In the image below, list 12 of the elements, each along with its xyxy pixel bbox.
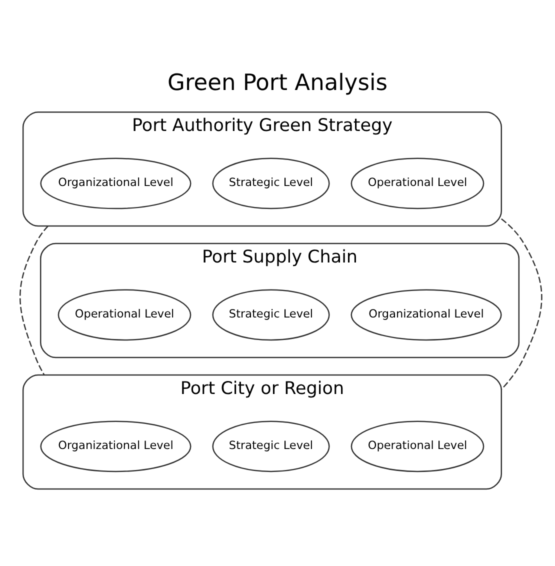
node-ellipse: Operational Level: [350, 158, 484, 210]
node-ellipse: Strategic Level: [212, 289, 330, 341]
connector: [20, 226, 48, 376]
node-ellipse: Strategic Level: [212, 158, 330, 210]
node-ellipse: Organizational Level: [40, 420, 192, 472]
node-ellipse: Organizational Level: [40, 158, 192, 210]
node-ellipse: Operational Level: [350, 420, 484, 472]
node-ellipse: Organizational Level: [350, 289, 502, 341]
node-ellipse: Strategic Level: [212, 420, 330, 472]
node-ellipse: Operational Level: [58, 289, 192, 341]
diagram-title: Green Port Analysis: [168, 70, 388, 96]
connector: [500, 218, 542, 390]
